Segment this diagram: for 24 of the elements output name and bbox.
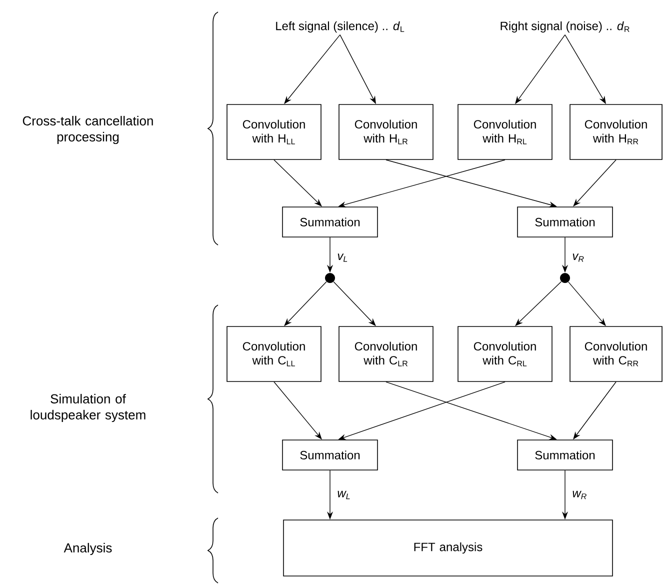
- signal-label: Left signal (silence) .. d$_{L}$: [276, 21, 404, 33]
- section-label: Simulation of loudspeaker system: [30, 394, 146, 422]
- convolution-box: Convolution with H$_{RL}$: [458, 104, 552, 160]
- signal-label: Right signal (noise) .. d$_{R}$: [500, 21, 630, 33]
- edge-label: v$_{R}$: [572, 254, 584, 262]
- junction-dot: [325, 273, 335, 283]
- convolution-box: Convolution with C$_{LL}$: [226, 326, 322, 382]
- junction-dot: [560, 273, 570, 283]
- summation-box: Summation: [517, 206, 613, 238]
- convolution-box: Convolution with C$_{RL}$: [458, 326, 552, 382]
- analysis-box: FFT analysis: [283, 520, 613, 576]
- convolution-box: Convolution with C$_{LR}$: [338, 326, 434, 382]
- section-label: Analysis: [64, 542, 112, 556]
- convolution-box: Convolution with H$_{LR}$: [338, 104, 434, 160]
- summation-box: Summation: [282, 440, 378, 470]
- edge-label: w$_{R}$: [572, 490, 586, 500]
- edge-label: w$_{L}$: [338, 490, 350, 500]
- convolution-box: Convolution with C$_{RR}$: [570, 326, 662, 382]
- summation-box: Summation: [517, 440, 613, 470]
- edge-label: v$_{L}$: [338, 254, 348, 262]
- section-label: Cross-talk cancellation processing: [22, 116, 153, 144]
- summation-box: Summation: [282, 206, 378, 238]
- convolution-box: Convolution with H$_{LL}$: [226, 104, 322, 160]
- convolution-box: Convolution with H$_{RR}$: [570, 104, 662, 160]
